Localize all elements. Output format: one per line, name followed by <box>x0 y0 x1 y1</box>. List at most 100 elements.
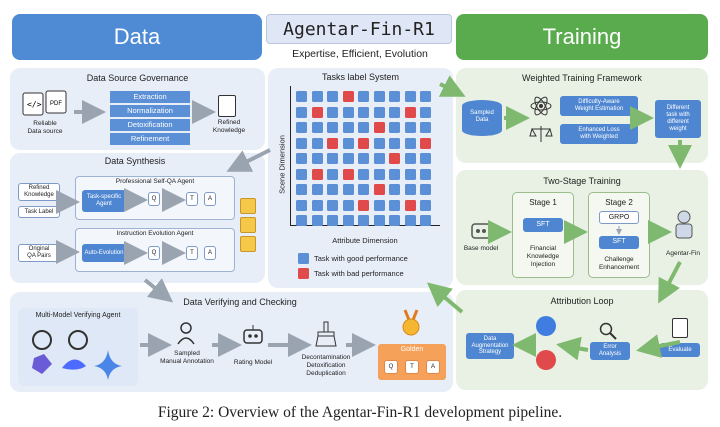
base-model-label: Base model <box>463 245 499 252</box>
task-cell <box>327 184 338 195</box>
task-cell <box>420 184 431 195</box>
task-cell <box>389 106 400 118</box>
x-axis-label: Attribute Dimension <box>332 236 398 245</box>
stage1-title: Stage 1 <box>529 198 557 207</box>
task-cell <box>296 215 307 226</box>
task-cell <box>342 122 354 133</box>
verify-step-annotation: Sampled Manual Annotation <box>160 350 214 365</box>
golden-label: Golden <box>400 346 424 353</box>
agent1-a: A <box>204 192 216 206</box>
task-cell <box>420 215 431 226</box>
task-cell <box>404 199 416 211</box>
task-cell <box>327 122 338 133</box>
stage2-title: Stage 2 <box>605 198 633 207</box>
task-cell <box>327 106 338 118</box>
robot-icon <box>242 325 264 345</box>
stage2-box <box>588 192 650 278</box>
task-cell <box>389 184 400 195</box>
task-cell <box>296 137 307 149</box>
task-cell <box>404 122 416 133</box>
y-axis-label: Scene Dimension <box>277 135 287 194</box>
task-cell <box>389 153 400 164</box>
task-cell <box>358 215 369 226</box>
qwen-logo-icon <box>32 354 52 374</box>
task-cell <box>420 106 431 118</box>
data-augmentation-box: Data Augmentation Strategy <box>466 333 514 359</box>
agent1-core: Task-specific Agent <box>82 190 126 212</box>
title-box: Agentar-Fin-R1 <box>266 14 452 44</box>
task-cell <box>358 91 369 102</box>
figure-caption: Figure 2: Overview of the Agentar-Fin-R1… <box>157 404 563 421</box>
magnifier-icon <box>598 322 618 340</box>
task-cell <box>373 91 385 102</box>
golden-a: A <box>426 360 440 374</box>
task-cell <box>389 199 400 211</box>
task-cell <box>311 168 323 180</box>
verify-step-rating: Rating Model <box>233 359 273 366</box>
task-cell <box>296 168 307 180</box>
governance-title: Data Source Governance <box>86 73 189 83</box>
different-weight-box: Different task with different weight <box>655 100 701 138</box>
synthesis-title: Data Synthesis <box>104 156 166 166</box>
subtitle: Expertise, Efficient, Evolution <box>292 48 428 60</box>
task-cell <box>327 168 338 180</box>
legend-bad-swatch <box>298 268 309 279</box>
task-cell <box>342 184 354 195</box>
task-cell <box>327 199 338 211</box>
golden-t: T <box>405 360 419 374</box>
attribution-title: Attribution Loop <box>550 296 614 306</box>
enhanced-loss-box: Enhanced Loss with Weighted <box>560 124 638 144</box>
task-cell <box>296 122 307 133</box>
svg-text:PDF: PDF <box>50 101 62 107</box>
verify-agent-title: Multi-Model Verifying Agent <box>35 312 121 319</box>
evaluate-box: Evaluate <box>660 343 700 357</box>
input-task-label: Task Label <box>18 206 60 218</box>
agent1-t: T <box>186 192 198 206</box>
task-cell <box>296 199 307 211</box>
task-cell <box>404 106 416 118</box>
task-cell <box>327 91 338 102</box>
broom-icon <box>314 321 338 347</box>
data-source-icon: </>PDF <box>22 90 68 118</box>
sad-face-icon <box>536 350 556 370</box>
openai-logo-icon <box>32 330 52 350</box>
task-cell <box>296 106 307 118</box>
task-grid <box>290 86 440 226</box>
weight-estimation-box: Difficulty-Aware Weight Estimation <box>560 96 638 116</box>
medal-icon <box>400 309 422 336</box>
task-cell <box>342 137 354 149</box>
task-cell <box>342 199 354 211</box>
task-cell <box>358 137 369 149</box>
task-cell <box>404 168 416 180</box>
task-cell <box>420 168 431 180</box>
training-header: Training <box>456 14 708 60</box>
task-cell <box>404 91 416 102</box>
task-cell <box>327 137 338 149</box>
task-cell <box>373 199 385 211</box>
task-cell <box>327 215 338 226</box>
agentar-robot-icon <box>672 210 696 242</box>
task-cell <box>311 91 323 102</box>
agentar-fin-label: Agentar-Fin <box>666 250 700 257</box>
error-analysis-box: Error Analysis <box>590 342 630 360</box>
agent2-core: Auto-Evolution <box>82 244 126 262</box>
weighted-title: Weighted Training Framework <box>522 73 642 83</box>
task-cell <box>358 199 369 211</box>
task-cell <box>342 106 354 118</box>
agent2-title: Instruction Evolution Agent <box>116 230 194 237</box>
knowledge-doc-icon <box>218 95 236 117</box>
smile-face-icon <box>536 316 556 336</box>
task-cell <box>404 153 416 164</box>
task-cell <box>296 184 307 195</box>
stage2-grpo: GRPO <box>599 211 639 224</box>
atom-icon <box>530 95 552 117</box>
deepseek-logo-icon <box>62 359 86 370</box>
stage1-desc: Financial Knowledge Injection <box>526 245 560 268</box>
task-cell <box>404 215 416 226</box>
task-cell <box>373 153 385 164</box>
legend-good-swatch <box>298 253 309 264</box>
task-cell <box>342 91 354 102</box>
legend-good-label: Task with good performance <box>314 254 408 263</box>
checklist-icon <box>672 318 688 338</box>
model-logos <box>28 328 128 380</box>
